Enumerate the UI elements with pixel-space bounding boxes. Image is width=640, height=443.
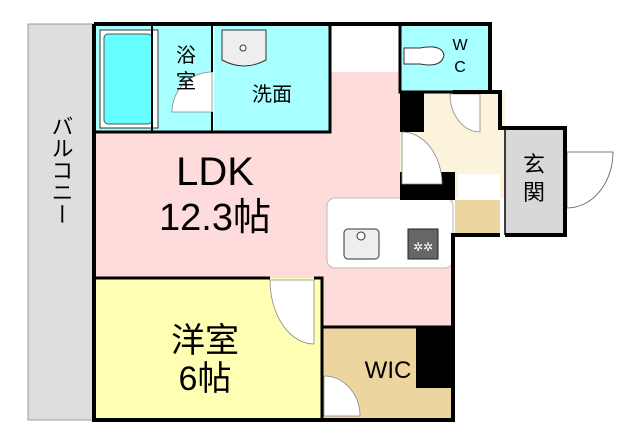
entrance-label-2: 関 (523, 180, 545, 205)
toilet-icon (403, 46, 445, 66)
kitchen-counter: ✲✲ (326, 197, 454, 269)
room-wic: WIC (322, 327, 453, 420)
bathtub-icon (103, 33, 153, 125)
room-entrance: 玄 関 (505, 128, 614, 235)
wc-label-1: W (452, 37, 468, 54)
western-room-size: 6帖 (179, 360, 232, 398)
hallway (400, 92, 505, 235)
bath-label-1: 浴 (176, 44, 196, 67)
balcony-label: バルコニー (49, 115, 74, 225)
sink-icon (343, 228, 380, 260)
balcony: バルコニー (27, 23, 95, 421)
ldk-label: LDK (176, 150, 254, 194)
room-western: 洋室 6帖 (94, 278, 322, 420)
wic-label: WIC (365, 357, 412, 384)
wc-label-2: C (454, 59, 466, 76)
room-washroom: 洗面 (214, 24, 330, 132)
shoe-cabinet (455, 200, 500, 235)
walls (92, 22, 567, 422)
entrance-label-1: 玄 (523, 152, 545, 177)
room-wc: W C (400, 24, 490, 92)
front-door (566, 151, 614, 209)
bath-door (171, 71, 213, 113)
bath-label-2: 室 (176, 70, 196, 93)
western-room-label: 洋室 (171, 322, 239, 360)
stove-icon: ✲✲ (407, 228, 439, 260)
washroom-label: 洗面 (252, 83, 292, 106)
ldk-size: 12.3帖 (159, 197, 271, 239)
svg-text:✲✲: ✲✲ (413, 240, 433, 254)
